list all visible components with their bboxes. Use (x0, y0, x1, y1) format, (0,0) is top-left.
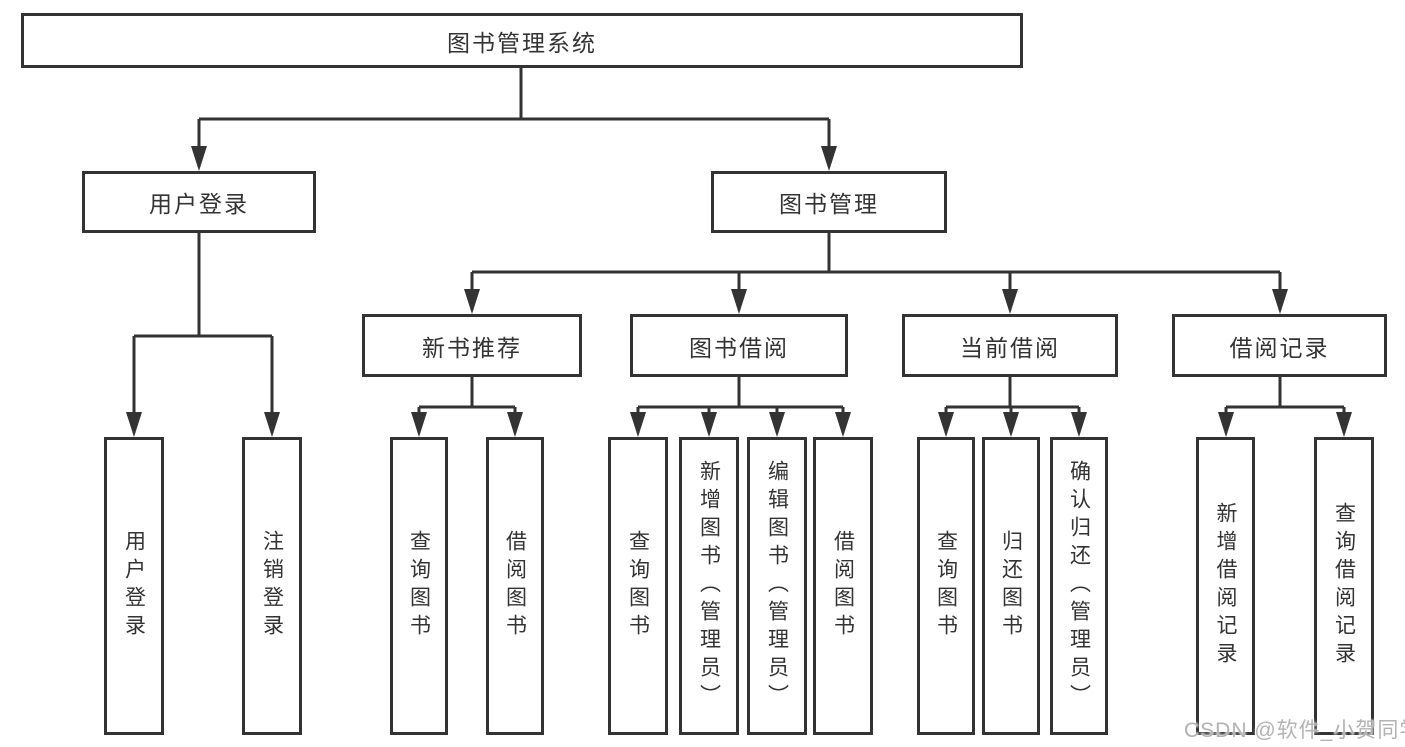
node-label: 当前借阅 (960, 334, 1060, 361)
node-label: 图书管理 (779, 191, 879, 217)
node-borrow-records: 借阅记录 (1172, 314, 1387, 377)
node-label: 查询图书 (407, 530, 431, 642)
leaf-records-add-record: 新增借阅记录 (1196, 437, 1255, 735)
node-label: 查询图书 (934, 530, 958, 642)
leaf-current-query-books: 查询图书 (917, 437, 975, 735)
node-label: 查询借阅记录 (1332, 502, 1356, 670)
node-label: 图书借阅 (689, 334, 789, 361)
node-label: 借阅图书 (503, 530, 527, 642)
node-label: 编辑图书（管理员） (765, 460, 789, 712)
node-label: 用户登录 (149, 191, 249, 217)
connector-path (132, 68, 1346, 433)
leaf-user-login: 用户登录 (104, 437, 164, 735)
leaf-current-return-books: 归还图书 (982, 437, 1040, 735)
node-label: 归还图书 (999, 530, 1023, 642)
node-label: 借阅图书 (831, 530, 855, 642)
leaf-logout: 注销登录 (242, 437, 302, 735)
leaf-current-confirm-return-admin: 确认归还（管理员） (1050, 437, 1108, 735)
node-label: 新增图书（管理员） (697, 460, 721, 712)
node-book-management: 图书管理 (711, 171, 947, 233)
node-label: 新书推荐 (422, 334, 522, 361)
leaf-recommend-query-books: 查询图书 (390, 437, 448, 735)
csdn-watermark: CSDN @软件_小贺同学 (1184, 719, 1405, 742)
leaf-borrow-add-books-admin: 新增图书（管理员） (679, 437, 739, 735)
node-label: 新增借阅记录 (1214, 502, 1237, 670)
node-label: 用户登录 (122, 530, 146, 642)
node-book-borrow: 图书借阅 (630, 314, 848, 377)
node-label: 图书管理系统 (447, 29, 597, 56)
node-label: 查询图书 (626, 530, 650, 642)
node-label: 借阅记录 (1229, 334, 1330, 361)
node-new-book-recommend: 新书推荐 (362, 314, 582, 377)
node-current-borrow: 当前借阅 (902, 314, 1118, 377)
leaf-records-query-record: 查询借阅记录 (1314, 437, 1374, 735)
node-user-login: 用户登录 (82, 171, 316, 233)
leaf-borrow-edit-books-admin: 编辑图书（管理员） (747, 437, 807, 735)
node-system-root: 图书管理系统 (21, 13, 1023, 68)
leaf-borrow-query-books: 查询图书 (608, 437, 668, 735)
node-label: 确认归还（管理员） (1067, 460, 1091, 712)
node-label: 注销登录 (260, 530, 284, 642)
leaf-borrow-borrow-books: 借阅图书 (813, 437, 873, 735)
leaf-recommend-borrow-books: 借阅图书 (486, 437, 544, 735)
